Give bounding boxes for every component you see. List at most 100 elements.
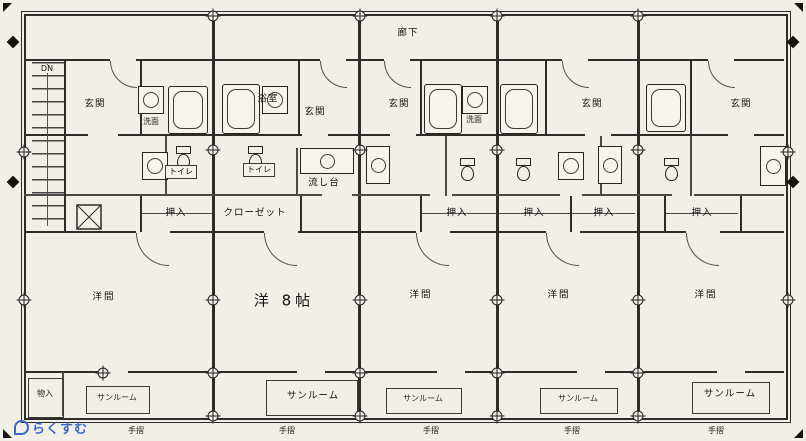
door-opening: [672, 192, 694, 198]
door-opening: [88, 132, 118, 138]
room-label-washroom-2: 洗面: [466, 115, 482, 124]
sunroom-outline: [266, 380, 358, 416]
sink-icon: [558, 152, 584, 180]
wall-segment: [24, 371, 784, 373]
toilet-icon: [460, 158, 475, 182]
shaft-cross-icon: [76, 204, 102, 230]
column-symbol-icon: [352, 408, 368, 424]
room-label-bathroom: 浴室: [257, 93, 279, 105]
door-opening: [430, 192, 452, 198]
rakusumu-logo-icon: [14, 420, 29, 435]
room-label-oshiire-4: 押入: [593, 207, 615, 219]
wall-segment: [637, 16, 640, 416]
room-label-corridor: 廊下: [397, 27, 419, 39]
room-label-sunroom-5: サンルーム: [703, 388, 757, 400]
building-outline: [24, 14, 788, 420]
wall-segment: [212, 16, 215, 416]
kitchen-sink-icon: [366, 146, 390, 184]
staircase-icon: [32, 62, 64, 230]
bathtub-icon: [500, 84, 538, 134]
room-label-washroom-1: 洗面: [143, 117, 159, 126]
column-symbol-icon: [205, 142, 221, 158]
column-symbol-icon: [95, 365, 111, 381]
sunroom-outline: [386, 388, 462, 414]
handrail-label-5: 手摺: [708, 426, 724, 435]
sunroom-outline: [86, 386, 150, 414]
door-opening: [560, 192, 582, 198]
edge-mark-icon: [786, 175, 800, 189]
closet-line: [666, 213, 738, 214]
wall-segment: [140, 196, 142, 232]
door-opening: [437, 369, 465, 375]
toilet-icon: [664, 158, 679, 182]
wall-segment: [570, 196, 572, 232]
wall-segment: [24, 231, 784, 233]
door-opening: [390, 132, 416, 138]
room-label-storage: 物入: [37, 389, 53, 398]
wall-segment: [740, 196, 742, 232]
wall-segment: [300, 196, 302, 232]
room-label-sunroom-1: サンルーム: [97, 393, 137, 402]
wall-segment: [690, 136, 692, 196]
wall-segment: [734, 59, 784, 61]
column-symbol-icon: [780, 292, 796, 308]
wall-segment: [358, 16, 361, 416]
door-opening: [322, 192, 352, 198]
wall-segment: [298, 60, 300, 136]
wall-segment: [690, 60, 692, 136]
column-symbol-icon: [205, 408, 221, 424]
kitchen-sink-icon: [300, 148, 354, 174]
door-opening: [585, 132, 611, 138]
rakusumu-watermark: らくすむ: [14, 418, 88, 437]
kitchen-sink-icon: [760, 146, 786, 186]
bathtub-icon: [424, 84, 462, 134]
corner-mark-icon: [3, 3, 12, 12]
column-symbol-icon: [352, 142, 368, 158]
wall-segment: [545, 60, 547, 136]
column-symbol-icon: [205, 8, 221, 24]
wall-segment: [24, 194, 784, 196]
sunroom-outline: [692, 382, 770, 414]
corner-mark-icon: [794, 429, 803, 438]
column-symbol-icon: [780, 144, 796, 160]
room-label-entrance-3: 玄関: [388, 98, 410, 110]
storage-outline: [28, 378, 64, 418]
column-symbol-icon: [489, 142, 505, 158]
door-opening: [416, 229, 450, 235]
wall-segment: [420, 60, 422, 136]
room-label-sunroom-4: サンルーム: [558, 394, 598, 403]
column-symbol-icon: [630, 365, 646, 381]
bathtub-icon: [222, 84, 260, 134]
column-symbol-icon: [489, 292, 505, 308]
room-label-western-room-4: 洋間: [694, 289, 718, 301]
room-label-kitchen-sink: 流し台: [308, 177, 340, 189]
column-symbol-icon: [352, 292, 368, 308]
door-opening: [100, 369, 128, 375]
wall-segment: [496, 16, 499, 416]
handrail-label-4: 手摺: [564, 426, 580, 435]
door-opening: [546, 229, 580, 235]
room-label-closet: クローゼット: [223, 207, 287, 219]
wall-segment: [420, 196, 422, 232]
door-opening: [728, 132, 754, 138]
column-symbol-icon: [630, 8, 646, 24]
edge-mark-icon: [786, 35, 800, 49]
room-label-oshiire-2: 押入: [446, 207, 468, 219]
room-label-toilet-2: トイレ: [243, 163, 275, 177]
closet-line: [572, 213, 635, 214]
column-symbol-icon: [489, 8, 505, 24]
room-label-sunroom-3: サンルーム: [403, 394, 443, 403]
watermark-text: らくすむ: [32, 422, 89, 437]
sink-icon: [262, 86, 288, 114]
corner-mark-icon: [3, 429, 12, 438]
room-label-entrance-1: 玄関: [84, 98, 106, 110]
sink-icon: [138, 86, 164, 114]
column-symbol-icon: [352, 365, 368, 381]
staircase-center-line: [47, 64, 48, 226]
door-opening: [136, 229, 170, 235]
sink-icon: [142, 152, 168, 180]
column-symbol-icon: [205, 292, 221, 308]
room-label-entrance-5: 玄関: [730, 98, 752, 110]
column-symbol-icon: [489, 365, 505, 381]
